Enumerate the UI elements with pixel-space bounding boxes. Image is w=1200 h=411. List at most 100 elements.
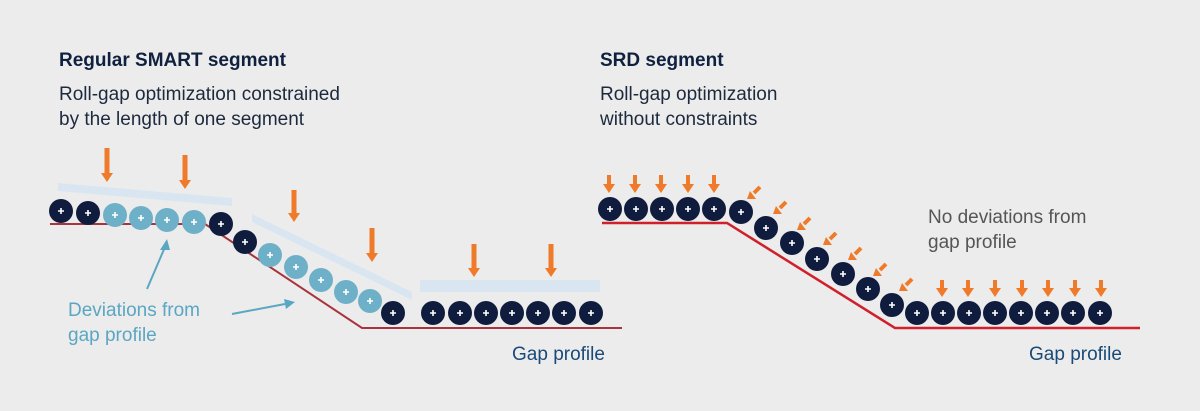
segment-plate [58, 183, 232, 206]
right-annotation-line1: No deviations from [928, 207, 1087, 228]
right-rolls [598, 197, 1112, 325]
segment-plate [252, 214, 412, 300]
plus-icon [711, 206, 717, 212]
plus-icon [633, 206, 639, 212]
plus-icon [367, 298, 373, 304]
plus-icon [966, 310, 972, 316]
right-annotation-line2: gap profile [928, 232, 1017, 253]
down-arrow-icon [752, 185, 762, 195]
down-arrow-icon [802, 216, 812, 226]
plus-icon [1097, 310, 1103, 316]
down-arrow-icon-head [1069, 288, 1081, 297]
down-arrow-icon-head [873, 268, 882, 276]
plus-icon [738, 209, 744, 215]
plus-icon [1070, 310, 1076, 316]
plus-icon [318, 277, 324, 283]
plus-icon [889, 302, 895, 308]
plus-icon [607, 206, 613, 212]
plus-icon [85, 210, 91, 216]
down-arrow-icon-head [899, 283, 908, 291]
plus-icon [814, 256, 820, 262]
right-subtitle-line2: without constraints [600, 109, 758, 130]
down-arrow-icon-head [797, 222, 806, 230]
plus-icon [164, 217, 170, 223]
down-arrow-icon-head [708, 184, 720, 193]
left-title: Regular SMART segment [59, 50, 286, 71]
down-arrow-icon [778, 200, 788, 210]
plus-icon [840, 271, 846, 277]
plus-icon [1044, 310, 1050, 316]
down-arrow-icon-head [1016, 288, 1028, 297]
plus-icon [58, 208, 64, 214]
down-arrow-icon-head [101, 173, 113, 182]
down-arrow-icon-head [1095, 288, 1107, 297]
down-arrow-icon [828, 231, 838, 241]
down-arrow-icon-head [1042, 288, 1054, 297]
down-arrow-icon-head [655, 184, 667, 193]
plus-icon [659, 206, 665, 212]
plus-icon [112, 212, 118, 218]
down-arrow-icon [904, 277, 914, 287]
down-arrow-icon-head [773, 206, 782, 214]
deviation-pointer [146, 246, 166, 290]
plus-icon [430, 310, 436, 316]
plus-icon [789, 240, 795, 246]
left-annotation-line2: gap profile [68, 325, 157, 346]
down-arrow-icon-head [288, 213, 300, 222]
down-arrow-icon-head [629, 184, 641, 193]
plus-icon [138, 215, 144, 221]
plus-icon [509, 310, 515, 316]
right-force-arrows [603, 175, 1107, 297]
plus-icon [218, 221, 224, 227]
left-deviation-pointers [146, 239, 295, 315]
plus-icon [992, 310, 998, 316]
plus-icon [535, 310, 541, 316]
right-gap-profile-line [602, 221, 1140, 330]
plus-icon [267, 252, 273, 258]
segment-plate [420, 280, 600, 292]
left-subtitle-line2: by the length of one segment [59, 109, 305, 130]
down-arrow-icon-head [603, 184, 615, 193]
plus-icon [457, 310, 463, 316]
gap-profile-line [602, 221, 1140, 330]
down-arrow-icon-head [848, 252, 857, 260]
plus-icon [483, 310, 489, 316]
plus-icon [390, 310, 396, 316]
down-arrow-icon [853, 246, 863, 256]
down-arrow-icon-head [823, 237, 832, 245]
plus-icon [914, 310, 920, 316]
plus-icon [763, 225, 769, 231]
left-gap-profile-line [50, 223, 622, 329]
gap-profile-line [50, 223, 622, 329]
down-arrow-icon-head [989, 288, 1001, 297]
plus-icon [685, 206, 691, 212]
down-arrow-icon-head [179, 180, 191, 189]
plus-icon [940, 310, 946, 316]
down-arrow-icon-head [962, 288, 974, 297]
plus-icon [242, 239, 248, 245]
deviation-pointer [231, 303, 286, 315]
down-arrow-icon-head [366, 253, 378, 262]
deviation-pointer-head [284, 299, 295, 309]
right-gap-profile-label: Gap profile [1029, 344, 1122, 365]
left-rolls [49, 199, 603, 325]
right-subtitle-line1: Roll-gap optimization [600, 84, 778, 105]
left-gap-profile-label: Gap profile [512, 344, 605, 365]
plus-icon [1018, 310, 1024, 316]
down-arrow-icon-head [468, 268, 480, 277]
left-force-arrows [101, 148, 557, 277]
plus-icon [191, 219, 197, 225]
plus-icon [293, 264, 299, 270]
right-title: SRD segment [600, 50, 724, 71]
down-arrow-icon-head [936, 288, 948, 297]
down-arrow-icon-head [682, 184, 694, 193]
down-arrow-icon [878, 262, 888, 272]
plus-icon [865, 286, 871, 292]
down-arrow-icon-head [545, 268, 557, 277]
left-segment-plates [58, 183, 600, 300]
plus-icon [561, 310, 567, 316]
left-annotation-line1: Deviations from [68, 300, 200, 321]
down-arrow-icon-head [747, 191, 756, 199]
left-subtitle-line1: Roll-gap optimization constrained [59, 84, 340, 105]
